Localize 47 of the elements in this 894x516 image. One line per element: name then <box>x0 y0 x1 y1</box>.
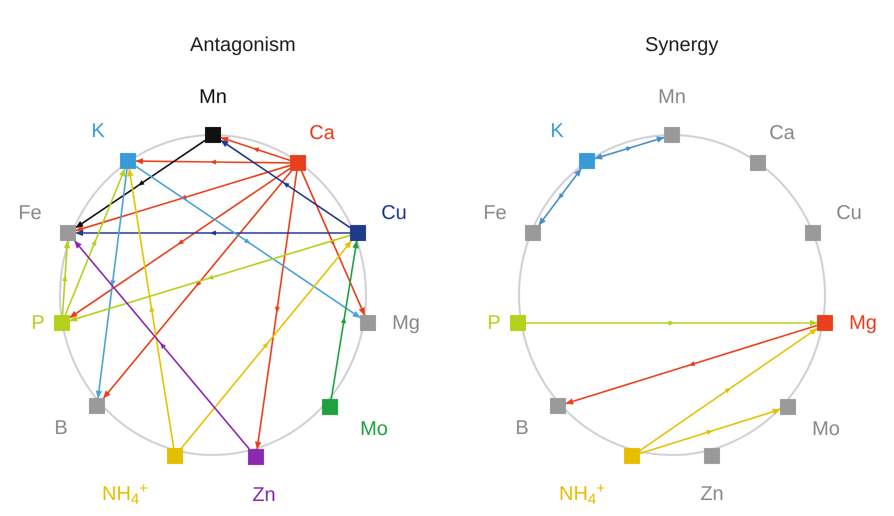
arrow <box>96 168 128 398</box>
arrow <box>220 136 290 162</box>
element-label: Zn <box>700 484 724 504</box>
arrow <box>76 164 290 232</box>
element-label: Fe <box>18 203 42 223</box>
element-label: B <box>515 418 529 438</box>
arrow <box>330 240 359 400</box>
arrow <box>566 324 818 404</box>
element-label: Ca <box>309 123 335 143</box>
element-label: B <box>54 418 68 438</box>
panel-title: Antagonism <box>190 33 296 58</box>
element-label: P <box>31 313 45 333</box>
element-label: P <box>487 313 501 333</box>
arrow <box>220 140 350 228</box>
element-label: Zn <box>252 485 276 505</box>
arrow <box>136 166 360 318</box>
arrow <box>136 158 290 164</box>
element-label: Mg <box>392 313 420 333</box>
arrow <box>300 170 366 316</box>
element-label: K <box>91 121 105 141</box>
arrow <box>538 168 582 226</box>
arrow <box>103 170 292 399</box>
arrow <box>76 230 350 236</box>
arrow <box>255 170 298 450</box>
element-label: Fe <box>483 203 507 223</box>
element-label: Cu <box>836 203 862 223</box>
element-label: Mn <box>199 87 227 107</box>
arrow <box>70 168 290 318</box>
arrow <box>640 408 780 454</box>
panel-title: Synergy <box>645 33 718 58</box>
element-label: Mn <box>658 87 686 107</box>
arrow <box>180 240 352 448</box>
element-label: Mo <box>360 419 388 439</box>
arrow <box>526 320 817 326</box>
arrow <box>127 168 175 448</box>
arrow <box>64 168 126 316</box>
arrow <box>76 140 206 228</box>
element-label: Cu <box>381 203 407 223</box>
element-label: Mg <box>849 313 877 333</box>
element-label: K <box>550 121 564 141</box>
arrow <box>594 136 664 160</box>
arrow <box>74 240 250 450</box>
arrow <box>640 328 818 452</box>
arrow <box>62 240 70 316</box>
element-label: Ca <box>769 123 795 143</box>
arrow <box>70 234 350 322</box>
element-label: Mo <box>812 419 840 439</box>
